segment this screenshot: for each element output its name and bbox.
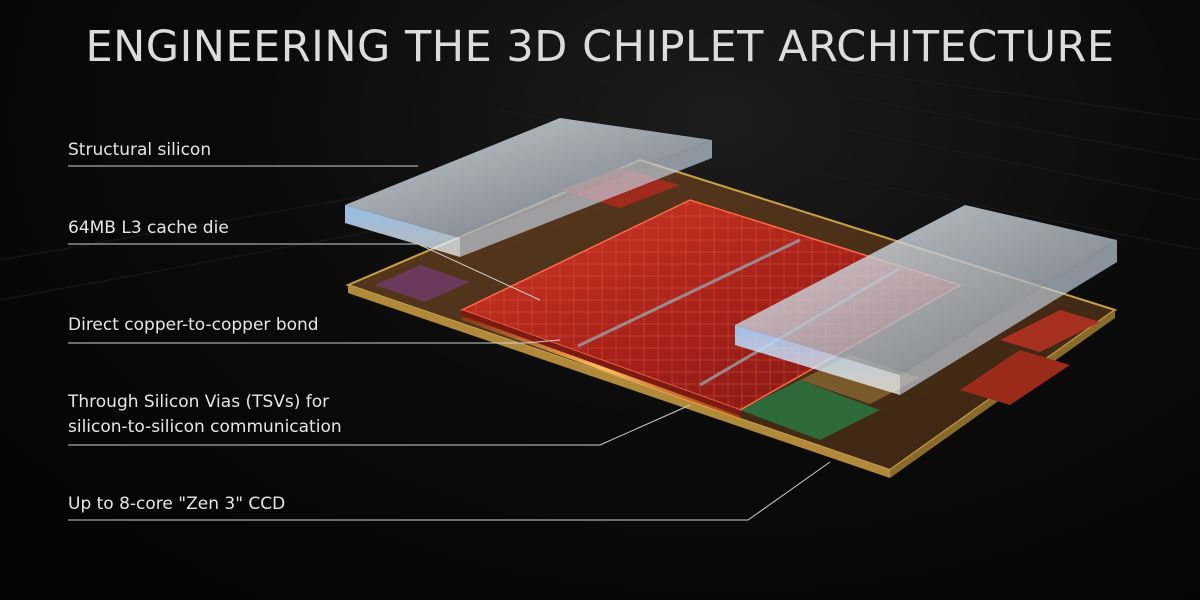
leader-copper-bond	[68, 339, 561, 344]
structural-silicon-left	[345, 118, 712, 257]
l3-cache-grid	[462, 200, 960, 410]
structural-silicon-right	[735, 205, 1117, 395]
ccd-substrate-edge	[348, 285, 890, 478]
label-copper-bond: Direct copper-to-copper bond	[68, 315, 319, 335]
label-ccd: Up to 8-core "Zen 3" CCD	[68, 494, 286, 514]
leader-lines	[68, 165, 831, 521]
leader-tsv	[68, 404, 691, 446]
page-title: ENGINEERING THE 3D CHIPLET ARCHITECTURE	[85, 22, 1115, 72]
label-structural-silicon: Structural silicon	[68, 140, 212, 160]
copper-bond-glow	[461, 316, 741, 420]
label-tsv-line1: Through Silicon Vias (TSVs) for	[68, 392, 330, 412]
leader-ccd	[68, 461, 831, 521]
leader-l3-cache	[68, 243, 541, 301]
label-tsv-line2: silicon-to-silicon communication	[68, 417, 342, 437]
label-tsv: Through Silicon Vias (TSVs) for silicon-…	[68, 390, 342, 440]
label-l3-cache-die: 64MB L3 cache die	[68, 218, 229, 238]
